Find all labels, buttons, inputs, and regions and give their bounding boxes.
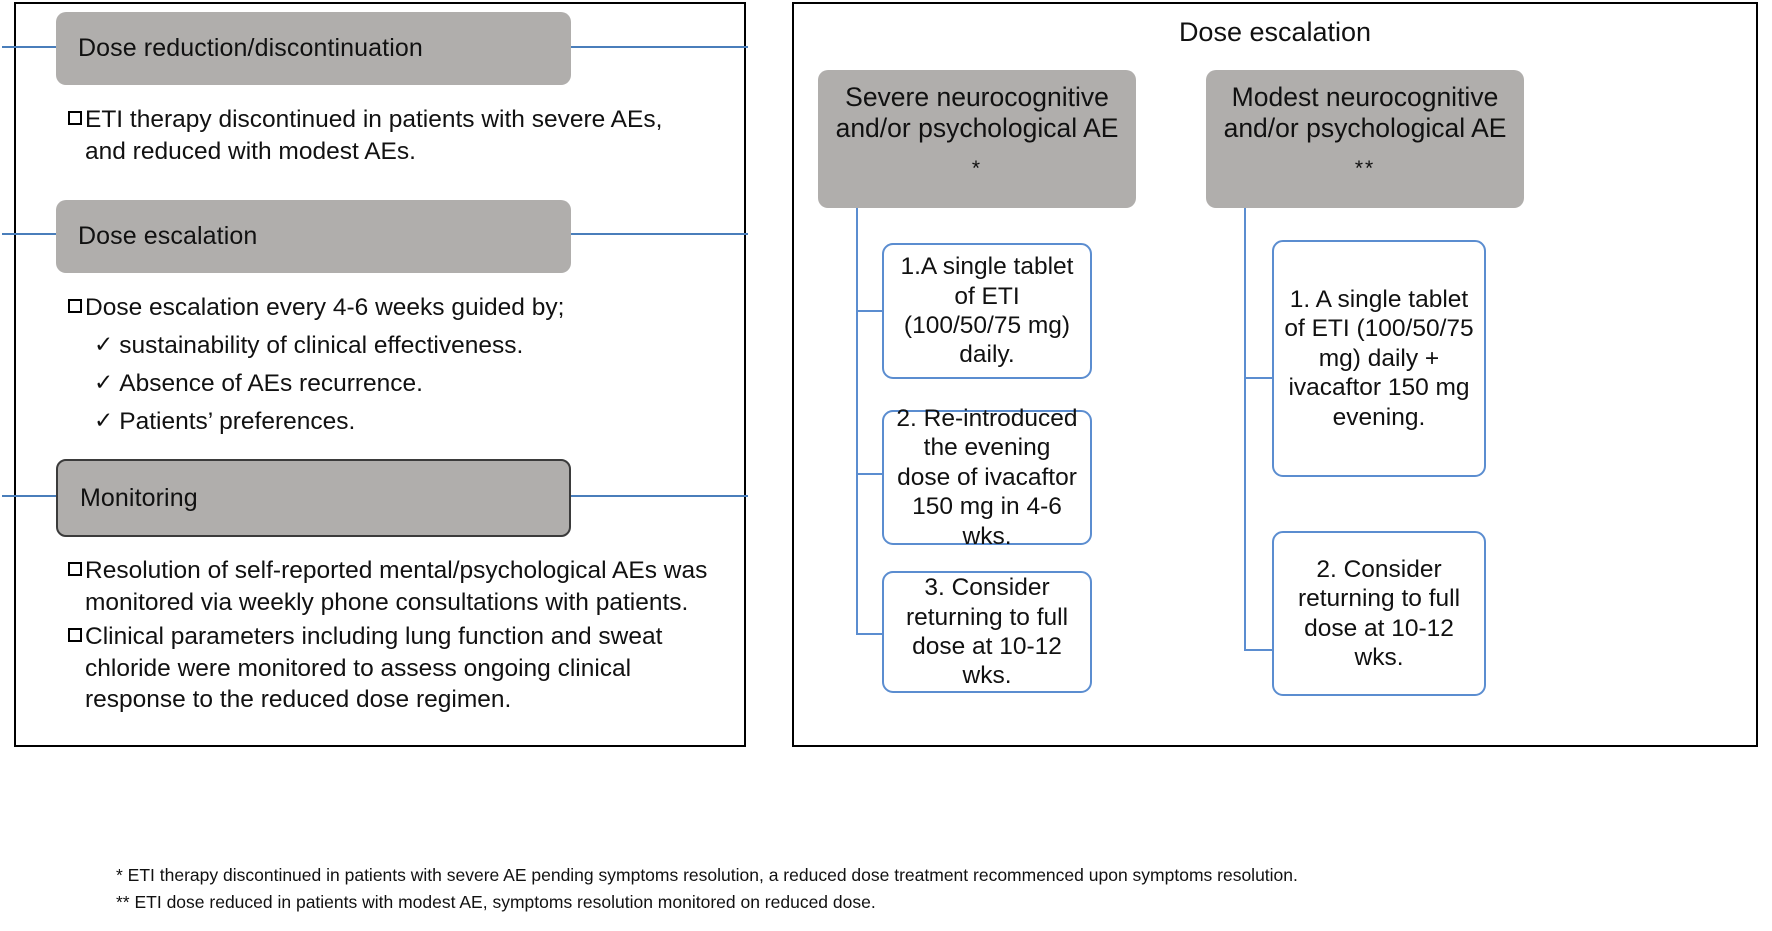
connector-stub-modest-1 bbox=[1244, 377, 1272, 379]
connector-vertical-severe bbox=[856, 208, 858, 635]
section-header-label: Monitoring bbox=[80, 483, 198, 512]
step-box-severe-1[interactable]: 1.A single tablet of ETI (100/50/75 mg) … bbox=[882, 243, 1092, 379]
footnote-single-asterisk: * ETI therapy discontinued in patients w… bbox=[116, 865, 1298, 885]
footnote-marker-double-asterisk: ** bbox=[1354, 157, 1376, 181]
section-header-label: Dose reduction/discontinuation bbox=[78, 34, 423, 62]
list-item-text: ETI therapy discontinued in patients wit… bbox=[85, 106, 663, 165]
list-item-text: sustainability of clinical effectiveness… bbox=[119, 331, 524, 359]
list-item-text: Resolution of self-reported mental/psych… bbox=[85, 557, 708, 616]
ae-header-label: Severe neurocognitive and/or psychologic… bbox=[835, 82, 1119, 143]
step-box-modest-2[interactable]: 2. Consider returning to full dose at 10… bbox=[1272, 531, 1486, 696]
list-item: Dose escalation every 4-6 weeks guided b… bbox=[68, 292, 708, 324]
connector-stub-modest-2 bbox=[1244, 649, 1272, 651]
ae-header-label: Modest neurocognitive and/or psychologic… bbox=[1223, 82, 1507, 143]
left-panel: Dose reduction/discontinuation ETI thera… bbox=[2, 2, 748, 747]
step-box-severe-2[interactable]: 2. Re-introduced the evening dose of iva… bbox=[882, 405, 1092, 550]
section-header-dose-reduction[interactable]: Dose reduction/discontinuation bbox=[56, 12, 571, 85]
list-item-text: Absence of AEs recurrence. bbox=[119, 369, 423, 397]
section-body-monitoring: Resolution of self-reported mental/psych… bbox=[68, 555, 708, 716]
check-bullet-icon: ✓ bbox=[94, 368, 114, 395]
step-box-text: 1.A single tablet of ETI (100/50/75 mg) … bbox=[900, 253, 1074, 369]
square-bullet-icon bbox=[68, 562, 82, 576]
ae-header-severe[interactable]: Severe neurocognitive and/or psychologic… bbox=[818, 70, 1136, 208]
step-box-text: 2. Re-introduced the evening dose of iva… bbox=[896, 405, 1078, 550]
square-bullet-icon bbox=[68, 627, 82, 642]
square-bullet-icon bbox=[68, 111, 82, 125]
connector-stub-severe-2 bbox=[856, 473, 882, 475]
step-box-text: 3. Consider returning to full dose at 10… bbox=[905, 574, 1069, 690]
section-header-label: Dose escalation bbox=[78, 222, 258, 250]
list-item: ETI therapy discontinued in patients wit… bbox=[68, 104, 708, 168]
step-box-text: 1. A single tablet of ETI (100/50/75 mg)… bbox=[1284, 286, 1474, 431]
ae-header-modest[interactable]: Modest neurocognitive and/or psychologic… bbox=[1206, 70, 1524, 208]
right-panel-title: Dose escalation bbox=[1178, 17, 1372, 47]
section-body-dose-escalation: Dose escalation every 4-6 weeks guided b… bbox=[68, 292, 708, 437]
check-bullet-icon: ✓ bbox=[94, 330, 114, 357]
footnote-double-asterisk: ** ETI dose reduced in patients with mod… bbox=[116, 891, 876, 912]
step-box-text: 2. Consider returning to full dose at 10… bbox=[1297, 555, 1461, 671]
list-item-text: Dose escalation every 4-6 weeks guided b… bbox=[85, 294, 565, 321]
connector-stub-severe-3 bbox=[856, 633, 882, 635]
section-header-dose-escalation[interactable]: Dose escalation bbox=[56, 200, 571, 273]
list-item: ✓ sustainability of clinical effectivene… bbox=[94, 330, 708, 362]
list-item-text: Patients’ preferences. bbox=[119, 407, 356, 435]
step-box-severe-3[interactable]: 3. Consider returning to full dose at 10… bbox=[882, 571, 1092, 693]
list-item: Resolution of self-reported mental/psych… bbox=[68, 555, 708, 619]
list-item: ✓ Patients’ preferences. bbox=[94, 406, 708, 438]
section-body-dose-reduction: ETI therapy discontinued in patients wit… bbox=[68, 104, 708, 168]
connector-vertical-modest bbox=[1244, 208, 1246, 651]
list-item-text: Clinical parameters including lung funct… bbox=[85, 622, 663, 714]
square-bullet-icon bbox=[68, 299, 82, 313]
list-item: ✓ Absence of AEs recurrence. bbox=[94, 368, 708, 400]
section-header-monitoring[interactable]: Monitoring bbox=[56, 459, 571, 537]
footnote-marker-single-asterisk: * bbox=[971, 157, 983, 181]
list-item: Clinical parameters including lung funct… bbox=[68, 621, 708, 717]
footnotes: * ETI therapy discontinued in patients w… bbox=[116, 862, 1736, 915]
check-bullet-icon: ✓ bbox=[94, 406, 114, 433]
right-panel: Dose escalation Severe neurocognitive an… bbox=[792, 2, 1758, 747]
connector-stub-severe-1 bbox=[856, 310, 882, 312]
step-box-modest-1[interactable]: 1. A single tablet of ETI (100/50/75 mg)… bbox=[1272, 240, 1486, 477]
